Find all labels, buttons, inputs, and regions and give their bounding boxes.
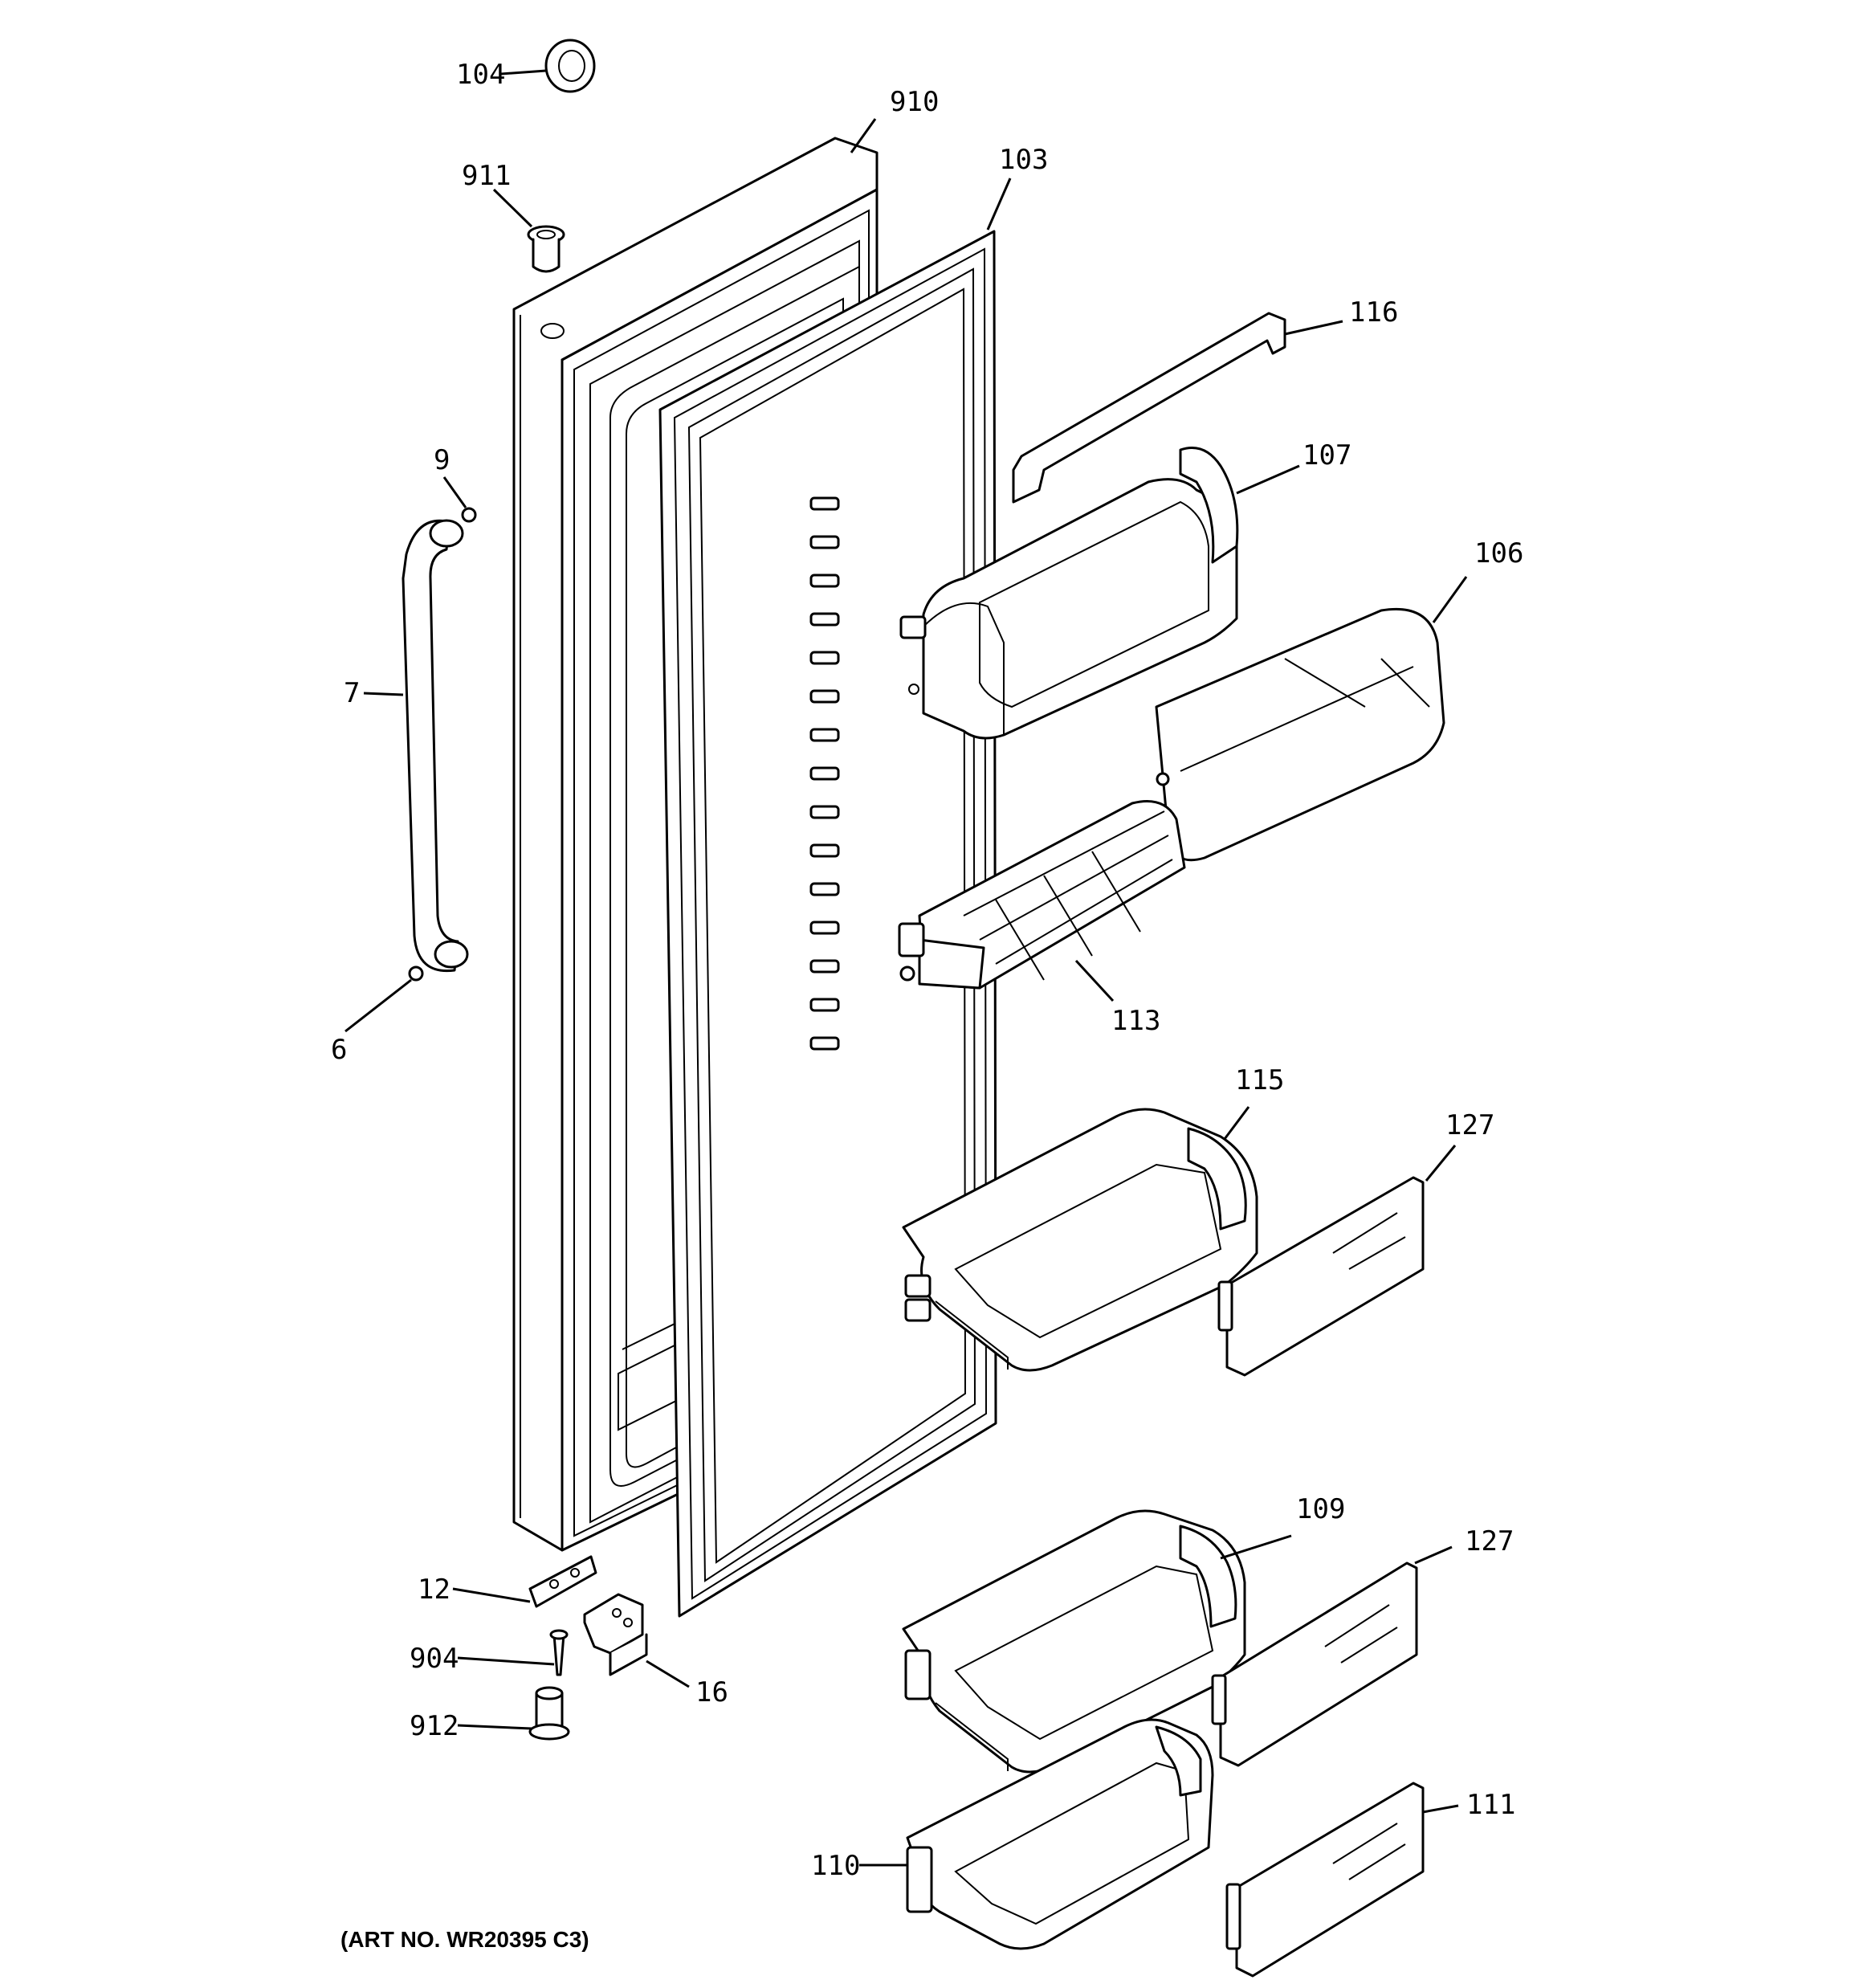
part-9-screw <box>461 507 477 523</box>
liner-shelf-rails <box>809 496 840 1051</box>
callout-127-upper: 127 <box>1445 1109 1494 1141</box>
part-904-screw <box>549 1629 569 1676</box>
callout-6: 6 <box>331 1034 347 1066</box>
callout-911: 911 <box>462 160 511 192</box>
callout-16: 16 <box>695 1676 728 1708</box>
part-116-trim <box>1012 312 1286 504</box>
callout-9: 9 <box>434 444 450 476</box>
part-107-bin <box>899 447 1239 740</box>
callout-104: 104 <box>456 59 505 91</box>
part-127-divider-upper <box>1217 1176 1425 1377</box>
part-911-bushing <box>527 225 565 273</box>
part-110-bin <box>906 1718 1214 1950</box>
part-115-bin <box>902 1108 1258 1372</box>
part-912-bushing <box>528 1686 570 1741</box>
callout-116: 116 <box>1349 296 1398 329</box>
callout-904: 904 <box>410 1643 459 1675</box>
part-106-dairy-door <box>1155 607 1445 862</box>
part-111-end-cap <box>1225 1782 1425 1978</box>
callout-106: 106 <box>1474 537 1523 569</box>
part-16-hinge-bracket <box>583 1593 648 1676</box>
leader-lines <box>344 69 1468 1867</box>
callout-labels: 104 910 911 103 116 107 9 106 7 6 113 11… <box>331 59 1523 1882</box>
callout-113: 113 <box>1111 1005 1160 1037</box>
callout-111: 111 <box>1466 1789 1515 1821</box>
part-7-handle <box>402 519 469 973</box>
callout-7: 7 <box>344 677 360 709</box>
art-number: (ART NO. WR20395 C3) <box>340 1927 589 1952</box>
callout-110: 110 <box>811 1850 860 1882</box>
callout-12: 12 <box>418 1574 450 1606</box>
callout-910: 910 <box>890 86 939 118</box>
part-113-egg-tray <box>898 800 1186 990</box>
callout-127-lower: 127 <box>1465 1525 1514 1557</box>
part-6-screw <box>408 965 424 982</box>
callout-115: 115 <box>1235 1064 1284 1096</box>
part-127-divider-lower <box>1211 1561 1418 1767</box>
callout-107: 107 <box>1302 439 1351 471</box>
callout-103: 103 <box>999 144 1048 176</box>
part-12-hinge-plate <box>528 1555 597 1608</box>
callout-109: 109 <box>1296 1493 1345 1525</box>
part-104-cap <box>544 39 596 93</box>
callout-912: 912 <box>410 1710 459 1742</box>
